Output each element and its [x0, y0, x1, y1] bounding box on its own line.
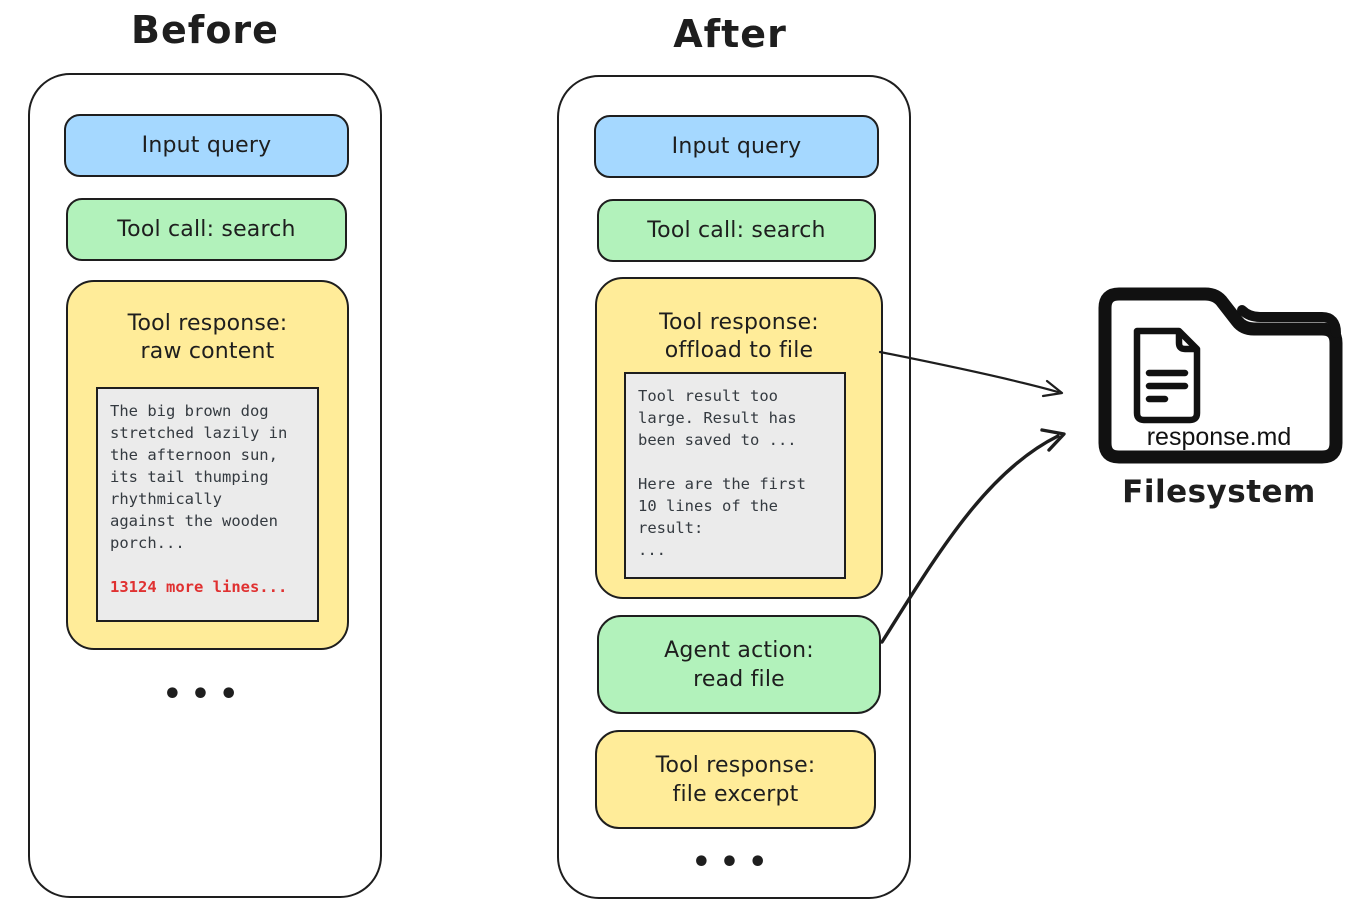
- code-line: against the wooden: [110, 512, 278, 530]
- code-line: large. Result has: [638, 409, 797, 427]
- document-fold: [1175, 331, 1197, 353]
- before-tool-response-title-line1: Tool response:: [127, 311, 288, 336]
- after-tool-response-title: Tool response: offload to file: [597, 309, 881, 365]
- code-line: ...: [638, 541, 666, 559]
- after-offload-snippet: Tool result too large. Result has been s…: [624, 372, 846, 579]
- after-file-excerpt-box: Tool response: file excerpt: [595, 730, 876, 829]
- code-line: result:: [638, 519, 704, 537]
- after-agent-action-line2: read file: [693, 666, 785, 692]
- folder-icon: [1098, 287, 1343, 464]
- code-line: the afternoon sun,: [110, 446, 278, 464]
- after-input-query-box: Input query: [594, 115, 879, 178]
- after-agent-action-box: Agent action: read file: [597, 615, 881, 714]
- code-line: porch...: [110, 534, 185, 552]
- code-line-blank: [638, 451, 832, 473]
- folder-outline: [1098, 287, 1343, 464]
- after-title: After: [673, 12, 787, 56]
- before-tool-response-title-line2: raw content: [140, 339, 275, 364]
- before-tool-call-box: Tool call: search: [66, 198, 347, 261]
- code-line: rhythmically: [110, 490, 222, 508]
- code-line: 10 lines of the: [638, 497, 778, 515]
- after-input-query-label: Input query: [671, 134, 802, 159]
- code-line: Tool result too: [638, 387, 778, 405]
- after-tool-call-box: Tool call: search: [597, 199, 876, 262]
- file-name-label: response.md: [1146, 423, 1292, 451]
- before-ellipsis: •••: [162, 677, 248, 712]
- before-input-query-label: Input query: [141, 133, 272, 158]
- document-text-lines: [1145, 369, 1189, 403]
- before-title: Before: [131, 8, 279, 52]
- after-tool-response-title-line1: Tool response:: [659, 310, 819, 335]
- before-tool-response-title: Tool response: raw content: [68, 310, 347, 366]
- after-file-excerpt-line1: Tool response:: [655, 752, 816, 778]
- code-line: Here are the first: [638, 475, 806, 493]
- more-lines-indicator: 13124 more lines...: [110, 578, 288, 596]
- after-container: Input query Tool call: search Tool respo…: [557, 75, 911, 899]
- code-line: been saved to ...: [638, 431, 797, 449]
- after-tool-call-label: Tool call: search: [647, 218, 826, 243]
- before-raw-content-snippet: The big brown dog stretched lazily in th…: [96, 387, 319, 622]
- before-tool-response-box: Tool response: raw content The big brown…: [66, 280, 349, 650]
- code-line: its tail thumping: [110, 468, 269, 486]
- after-file-excerpt-line2: file excerpt: [672, 781, 799, 807]
- code-line: The big brown dog: [110, 402, 269, 420]
- code-line-blank: [110, 554, 305, 576]
- folder-flap-line: [1237, 305, 1341, 338]
- after-agent-action-line1: Agent action:: [664, 637, 814, 663]
- before-container: Input query Tool call: search Tool respo…: [28, 73, 382, 898]
- filesystem-label: Filesystem: [1122, 474, 1316, 510]
- code-line: stretched lazily in: [110, 424, 288, 442]
- after-ellipsis: •••: [691, 845, 777, 880]
- after-tool-response-title-line2: offload to file: [664, 338, 814, 363]
- before-input-query-box: Input query: [64, 114, 349, 177]
- before-tool-call-label: Tool call: search: [117, 217, 296, 242]
- after-tool-response-box: Tool response: offload to file Tool resu…: [595, 277, 883, 599]
